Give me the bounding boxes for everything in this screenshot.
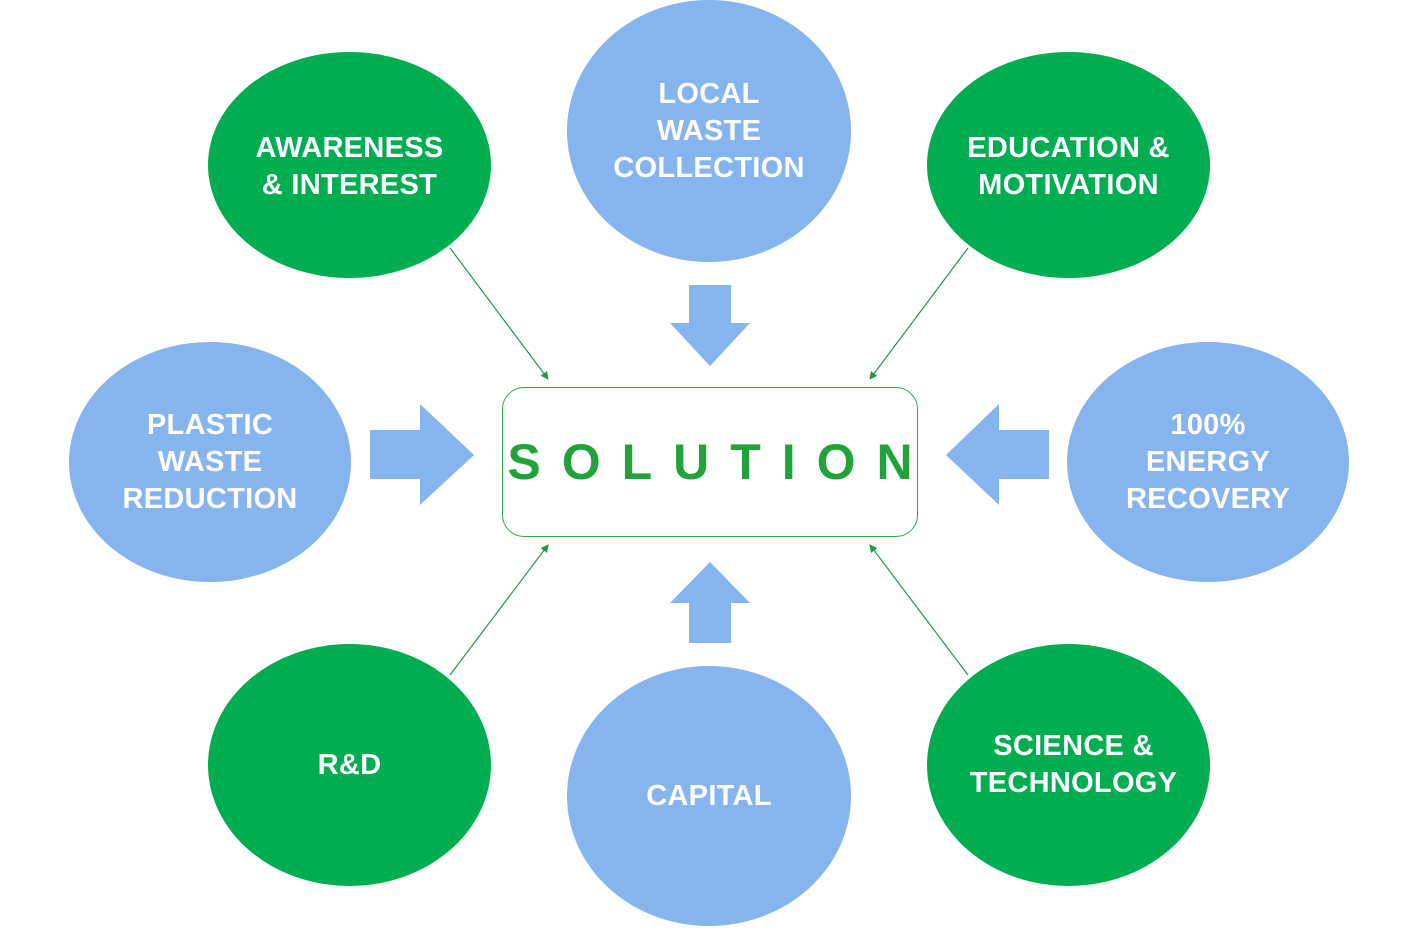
node-science-technology: SCIENCE & TECHNOLOGY <box>927 644 1210 886</box>
connector-science <box>869 544 969 676</box>
block-arrow-down <box>670 285 750 366</box>
node-capital: CAPITAL <box>567 666 851 926</box>
block-arrow-left <box>946 404 1049 505</box>
node-text-line: R&D <box>317 748 382 781</box>
node-text-line: REDUCTION <box>122 482 298 515</box>
node-text-line: RECOVERY <box>1125 482 1291 515</box>
node-text-line: WASTE <box>656 114 762 147</box>
connector-awareness <box>449 247 549 380</box>
block-arrow-up <box>670 562 750 643</box>
node-energy-recovery: 100% ENERGY RECOVERY <box>1067 342 1349 582</box>
node-education-motivation: EDUCATION & MOTIVATION <box>927 52 1210 278</box>
node-text-line: WASTE <box>157 445 263 478</box>
node-text-line: COLLECTION <box>613 151 805 184</box>
node-rnd: R&D <box>208 644 491 886</box>
solution-box: SOLUTION <box>502 387 918 537</box>
node-text-line: PLASTIC <box>146 408 274 441</box>
node-plastic-waste-reduction: PLASTIC WASTE REDUCTION <box>69 342 351 582</box>
node-text-line: AWARENESS <box>255 132 444 164</box>
block-arrow-right <box>370 404 474 505</box>
node-text-line: TECHNOLOGY <box>969 767 1178 799</box>
node-local-waste-collection: LOCAL WASTE COLLECTION <box>567 0 851 262</box>
node-awareness-interest: AWARENESS & INTEREST <box>208 52 491 278</box>
connector-education <box>869 247 969 380</box>
node-text-line: MOTIVATION <box>978 169 1159 201</box>
node-text-line: SCIENCE & <box>993 730 1154 762</box>
node-text-line: ENERGY <box>1145 445 1271 478</box>
solution-label: SOLUTION <box>507 434 934 490</box>
node-text-line: EDUCATION & <box>967 132 1170 164</box>
node-text-line: CAPITAL <box>646 779 772 812</box>
node-text-line: LOCAL <box>658 77 760 110</box>
node-text-line: & INTEREST <box>261 169 438 201</box>
connector-rnd <box>449 544 549 676</box>
node-text-line: 100% <box>1170 408 1246 441</box>
